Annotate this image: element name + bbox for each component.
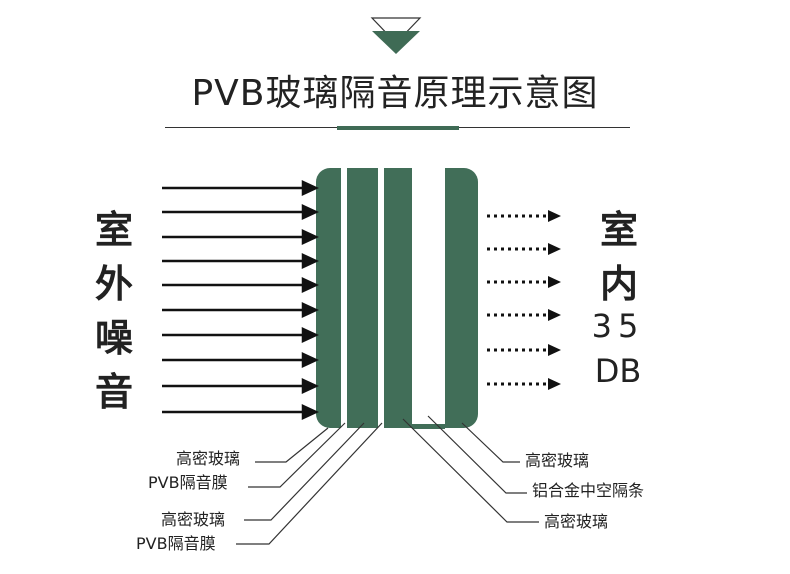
- chevron-down-icon: [370, 17, 422, 44]
- incoming-noise-arrows: [162, 180, 319, 420]
- outdoor-noise-label: 室 外 噪 音: [92, 203, 136, 419]
- arrow-out: [487, 344, 561, 356]
- arrow-in: [162, 229, 319, 245]
- callout-high-density-glass: 高密玻璃: [176, 449, 241, 468]
- leader-line: [427, 415, 527, 494]
- outdoor-char: 噪: [94, 316, 133, 360]
- indoor-label: 室 内: [597, 203, 641, 311]
- leader-line: [236, 422, 383, 545]
- arrow-in: [162, 352, 319, 368]
- arrow-in: [162, 204, 319, 220]
- outgoing-noise-arrows: [487, 210, 561, 390]
- layer-gap-2: [378, 168, 384, 430]
- leader-line: [248, 422, 346, 488]
- outdoor-char: 外: [94, 262, 133, 306]
- outdoor-char: 室: [94, 208, 133, 252]
- indoor-decibel-unit: DB: [594, 352, 642, 390]
- layer-gap-1: [341, 168, 347, 430]
- callout-pvb-film: PVB隔音膜: [136, 534, 216, 553]
- arrow-in: [162, 327, 319, 343]
- arrow-in: [162, 253, 319, 269]
- leader-line: [402, 418, 539, 523]
- indoor-char: 内: [599, 262, 638, 306]
- arrow-out: [487, 378, 561, 390]
- leader-lines-right: [402, 415, 539, 523]
- title-underline-accent: [337, 126, 459, 130]
- arrow-in: [162, 277, 319, 293]
- arrow-in: [162, 180, 319, 196]
- leader-lines-left: [236, 422, 383, 545]
- chevron-down-fill: [372, 31, 420, 54]
- arrow-in: [162, 404, 319, 420]
- leader-line: [244, 422, 365, 521]
- callout-high-density-glass: 高密玻璃: [544, 512, 609, 531]
- arrow-out: [487, 309, 561, 321]
- callout-pvb-film: PVB隔音膜: [148, 473, 228, 492]
- air-cavity: [412, 168, 445, 430]
- callout-high-density-glass: 高密玻璃: [161, 510, 226, 529]
- arrow-out: [487, 276, 561, 288]
- outdoor-char: 音: [94, 370, 133, 414]
- arrow-in: [162, 302, 319, 318]
- indoor-char: 室: [599, 208, 638, 252]
- arrow-out: [487, 210, 561, 222]
- glass-body: [316, 168, 478, 428]
- arrow-in: [162, 378, 319, 394]
- arrow-out: [487, 243, 561, 255]
- title-row: PVB玻璃隔音原理示意图: [0, 64, 790, 116]
- aluminum-spacer: [412, 424, 445, 429]
- callout-high-density-glass: 高密玻璃: [525, 451, 590, 470]
- page-title: PVB玻璃隔音原理示意图: [191, 73, 599, 114]
- leader-line: [255, 427, 329, 463]
- callout-aluminum-spacer: 铝合金中空隔条: [532, 481, 645, 500]
- leader-line: [461, 422, 520, 463]
- indoor-decibel-value: 35: [591, 307, 645, 345]
